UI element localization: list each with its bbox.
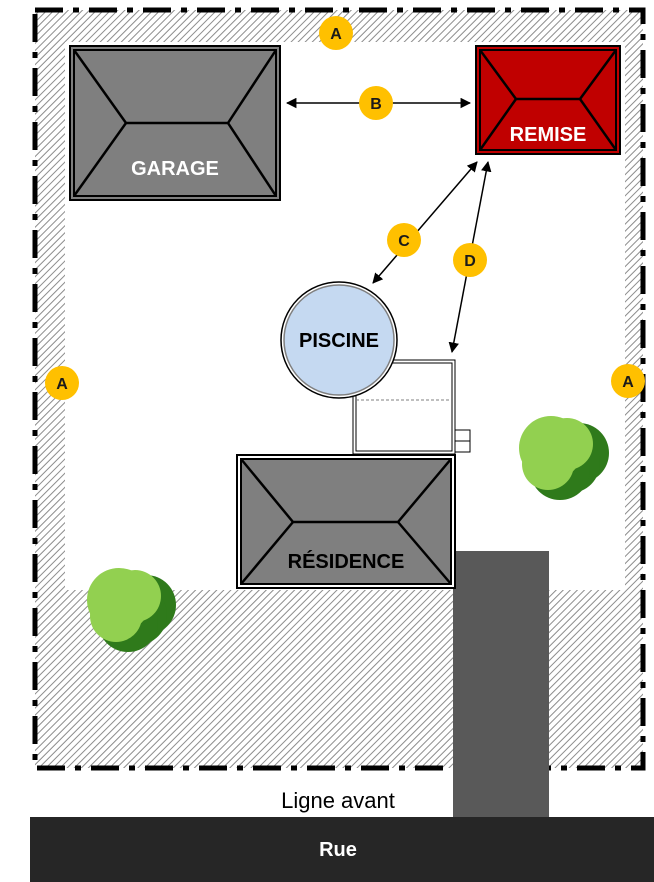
marker-b-label: B (370, 96, 382, 113)
piscine-label: PISCINE (299, 330, 379, 352)
marker-d: D (453, 243, 487, 277)
marker-a-left: A (45, 366, 79, 400)
driveway (453, 551, 549, 817)
street-label: Rue (319, 839, 357, 861)
marker-a-right-label: A (622, 374, 634, 391)
marker-a-top: A (319, 16, 353, 50)
marker-c: C (387, 223, 421, 257)
marker-a-right: A (611, 364, 645, 398)
marker-a-top-label: A (330, 26, 342, 43)
marker-b: B (359, 86, 393, 120)
residence-label: RÉSIDENCE (288, 550, 405, 573)
tree-left (87, 568, 176, 652)
tree-right (519, 416, 609, 500)
remise-building: REMISE (475, 45, 621, 155)
pool-deck (352, 359, 471, 455)
residence-building: RÉSIDENCE (236, 454, 456, 589)
marker-d-label: D (464, 253, 476, 270)
garage-building: GARAGE (69, 45, 281, 201)
remise-label: REMISE (510, 124, 587, 146)
marker-c-label: C (398, 233, 410, 250)
street (30, 817, 654, 882)
garage-label: GARAGE (131, 158, 219, 180)
front-line-label: Ligne avant (281, 788, 395, 813)
piscine: PISCINE (280, 281, 398, 399)
marker-a-left-label: A (56, 376, 68, 393)
